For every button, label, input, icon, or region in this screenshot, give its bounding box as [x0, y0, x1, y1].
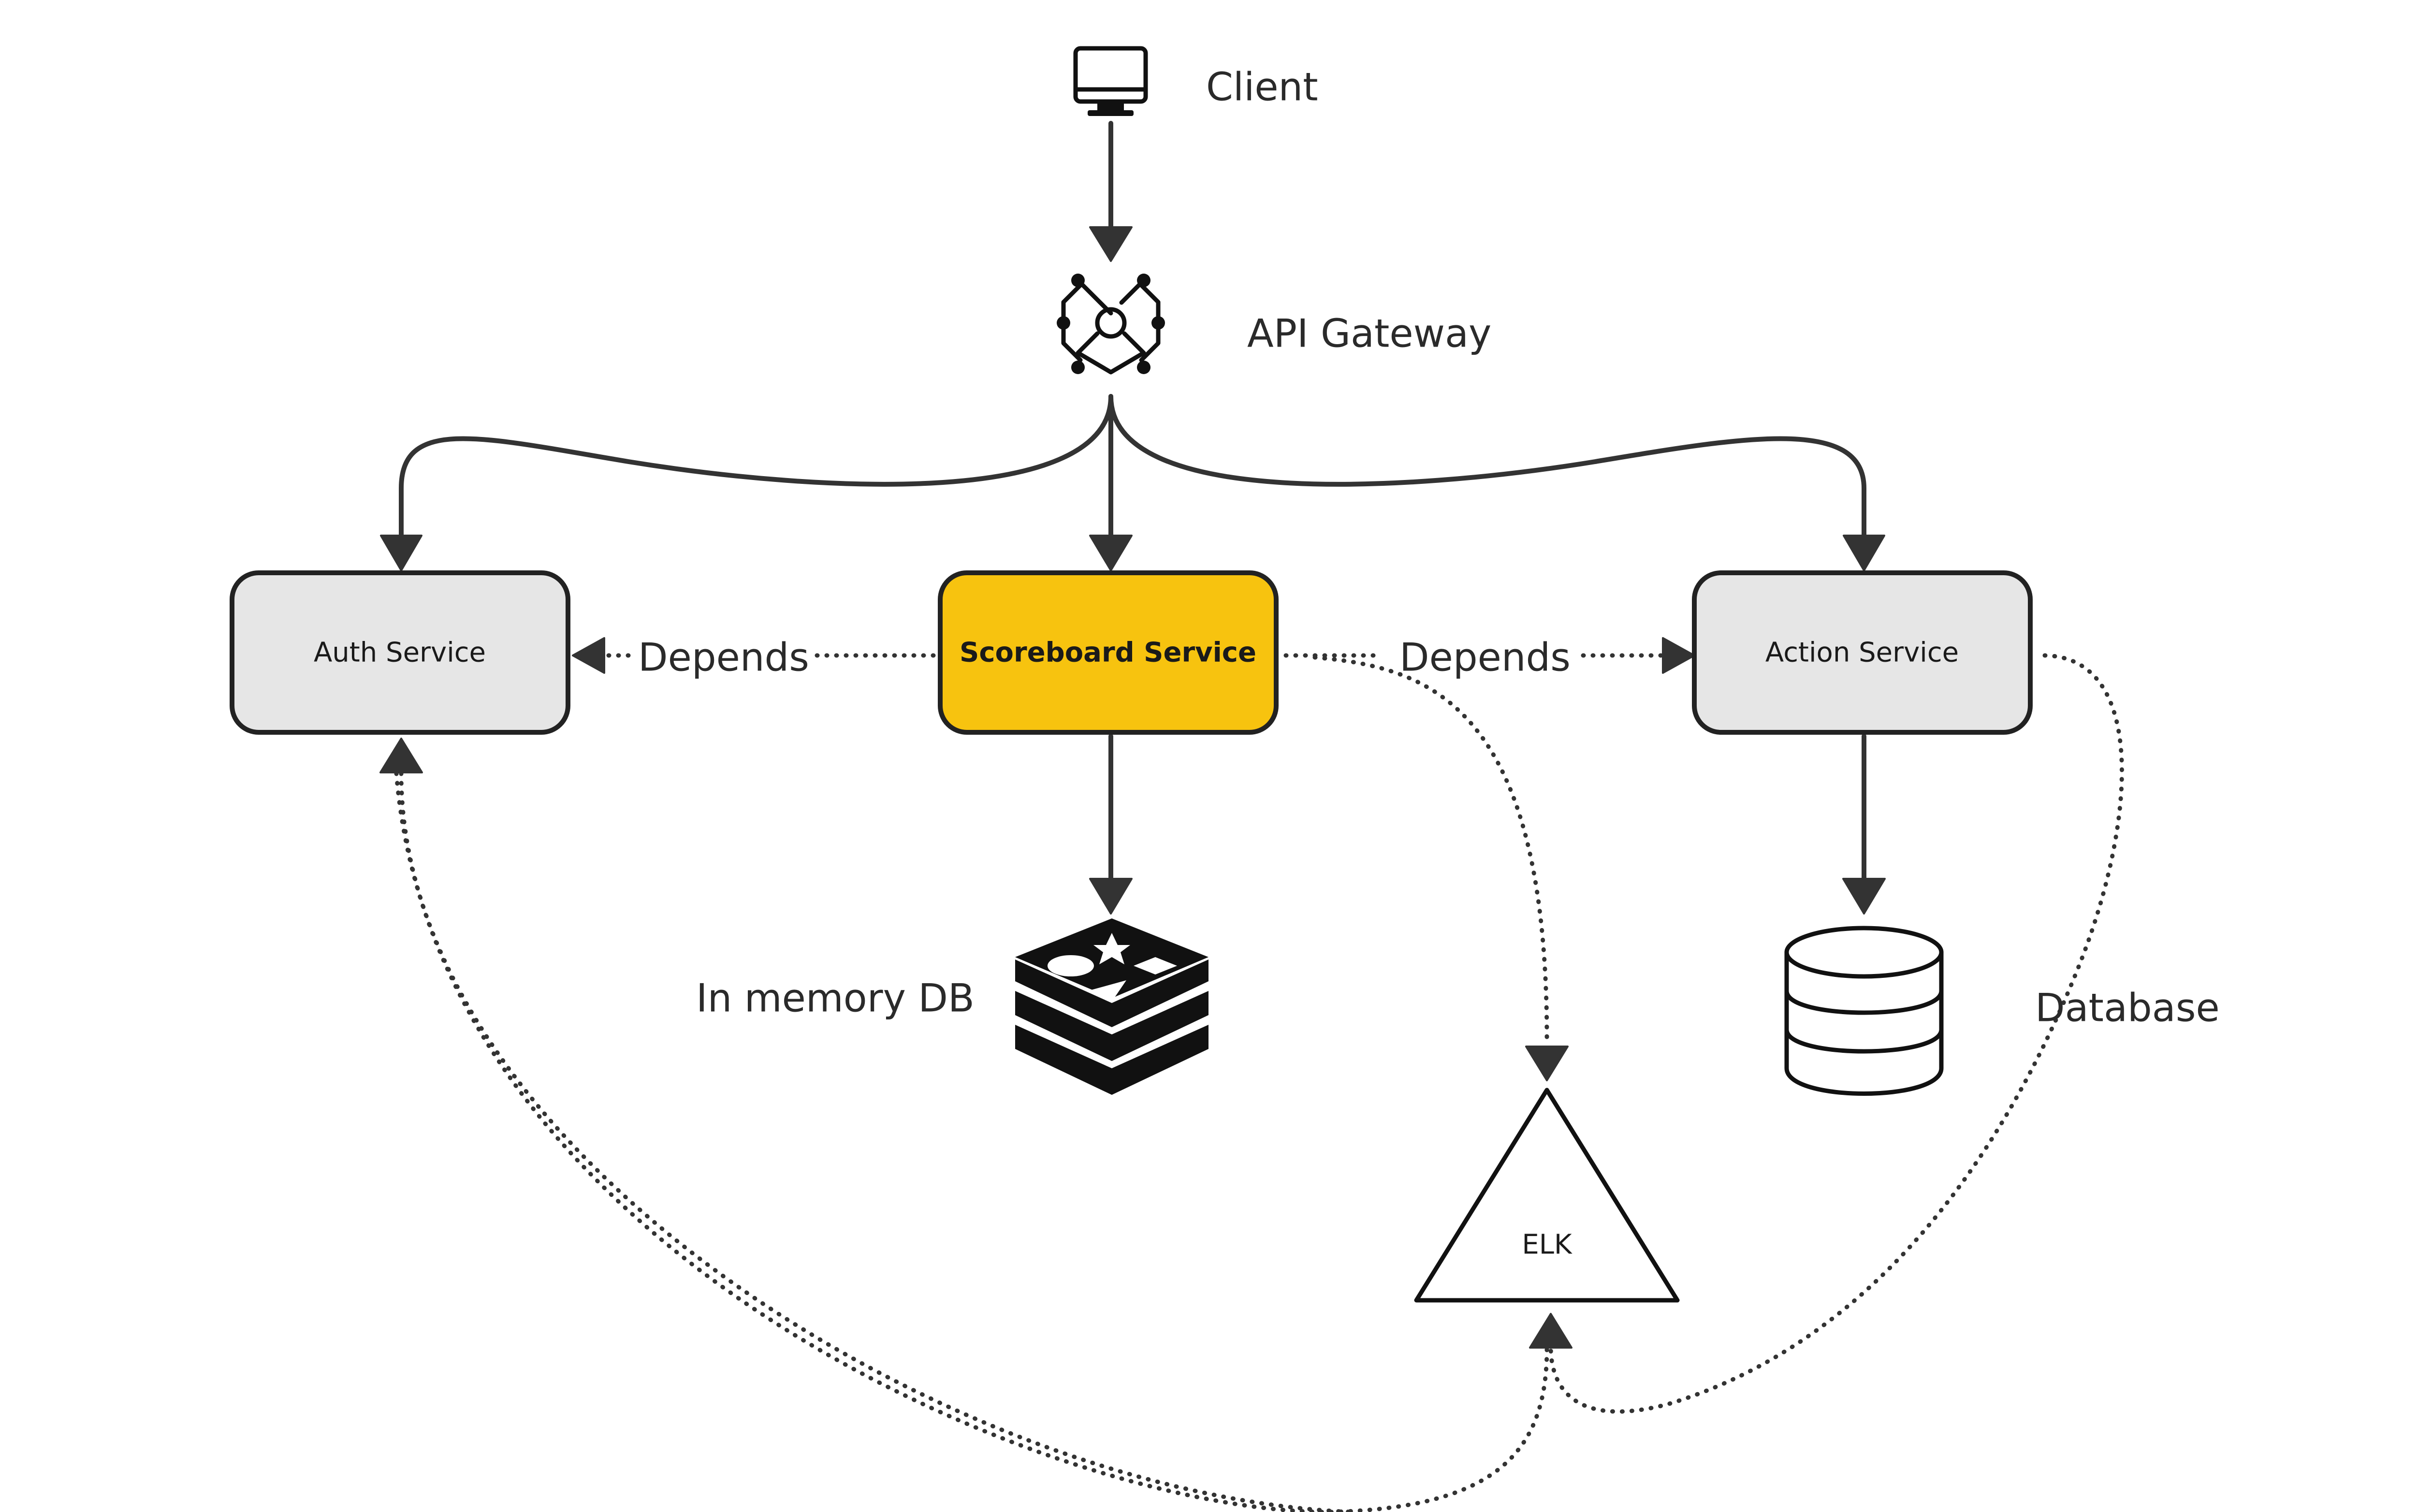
triangle-icon	[1414, 1088, 1680, 1303]
auth-service-node[interactable]: Auth Service	[230, 570, 570, 735]
arrowhead-gateway-to-auth	[380, 535, 422, 571]
elk-node[interactable]: ELK	[1414, 1088, 1680, 1303]
api-gateway-label: API Gateway	[1247, 311, 1491, 356]
api-gateway-icon	[1057, 274, 1165, 375]
arrowhead-scoreboard-to-elk	[1525, 1046, 1569, 1081]
edge-gateway-to-auth	[399, 394, 1113, 549]
scoreboard-service-label: Scoreboard Service	[960, 637, 1256, 669]
depends-left-label: Depends	[638, 635, 809, 680]
arrowhead-gateway-to-action	[1843, 535, 1885, 571]
arrowhead-action-to-elk	[1529, 1313, 1573, 1349]
edge-gateway-to-action	[1108, 394, 1866, 549]
arrowhead-elk-to-auth	[379, 738, 423, 773]
edge-auth-to-elk	[394, 771, 1549, 1512]
action-service-label: Action Service	[1765, 637, 1959, 669]
arrowhead-gateway-to-scoreboard	[1089, 535, 1133, 571]
in-memory-db-label: In memory DB	[696, 976, 975, 1021]
edge-scoreboard-to-elk	[1312, 655, 1549, 1042]
arrowhead-action-to-database	[1842, 878, 1886, 915]
redis-icon	[1015, 918, 1208, 1095]
monitor-icon	[1073, 46, 1148, 116]
depends-right-label: Depends	[1399, 635, 1571, 680]
arrowhead-depends-auth	[572, 637, 605, 674]
database-label: Database	[2035, 986, 2220, 1031]
arrowhead-depends-action	[1662, 637, 1695, 674]
edge-action-to-elk	[1548, 653, 2124, 1414]
database-icon	[1784, 926, 1944, 1096]
auth-service-box	[230, 570, 570, 735]
elk-label: ELK	[1522, 1229, 1573, 1261]
client-label: Client	[1206, 65, 1318, 110]
scoreboard-service-node[interactable]: Scoreboard Service	[938, 570, 1279, 735]
arrowhead-scoreboard-to-inmemory	[1089, 878, 1133, 915]
scoreboard-service-box	[938, 570, 1279, 735]
auth-service-label: Auth Service	[314, 637, 486, 669]
action-service-node[interactable]: Action Service	[1692, 570, 2033, 735]
arrowhead-client-to-gateway	[1089, 226, 1133, 262]
action-service-box	[1692, 570, 2033, 735]
